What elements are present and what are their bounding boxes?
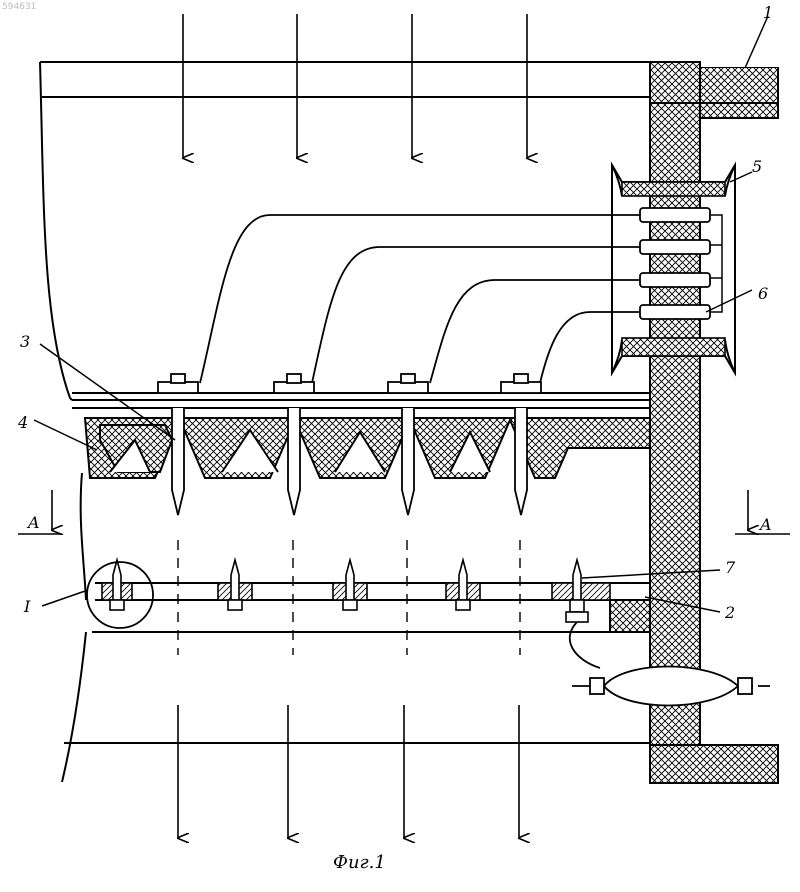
watermark-text: 594631 (2, 2, 36, 12)
label-3: 3 (20, 332, 30, 351)
label-cut-left: A (26, 513, 40, 532)
insulator-comb (85, 418, 650, 478)
electrode-bar (72, 393, 650, 408)
outflow-arrows (178, 705, 519, 838)
label-7: 7 (725, 558, 736, 577)
stud-5 (552, 560, 610, 622)
figure-caption: Фиг.1 (333, 852, 386, 873)
stud-2 (218, 560, 252, 610)
inflow-arrows (183, 14, 527, 158)
stud-3 (333, 560, 367, 610)
stud-1 (102, 560, 132, 610)
label-section-i: I (23, 597, 31, 616)
label-4: 4 (17, 413, 28, 432)
label-2: 2 (724, 603, 735, 622)
label-5: 5 (752, 157, 762, 176)
label-6: 6 (758, 284, 768, 303)
label-1: 1 (763, 3, 773, 22)
label-cut-right: A (758, 515, 772, 534)
stud-4 (446, 560, 480, 610)
wires (200, 215, 640, 383)
